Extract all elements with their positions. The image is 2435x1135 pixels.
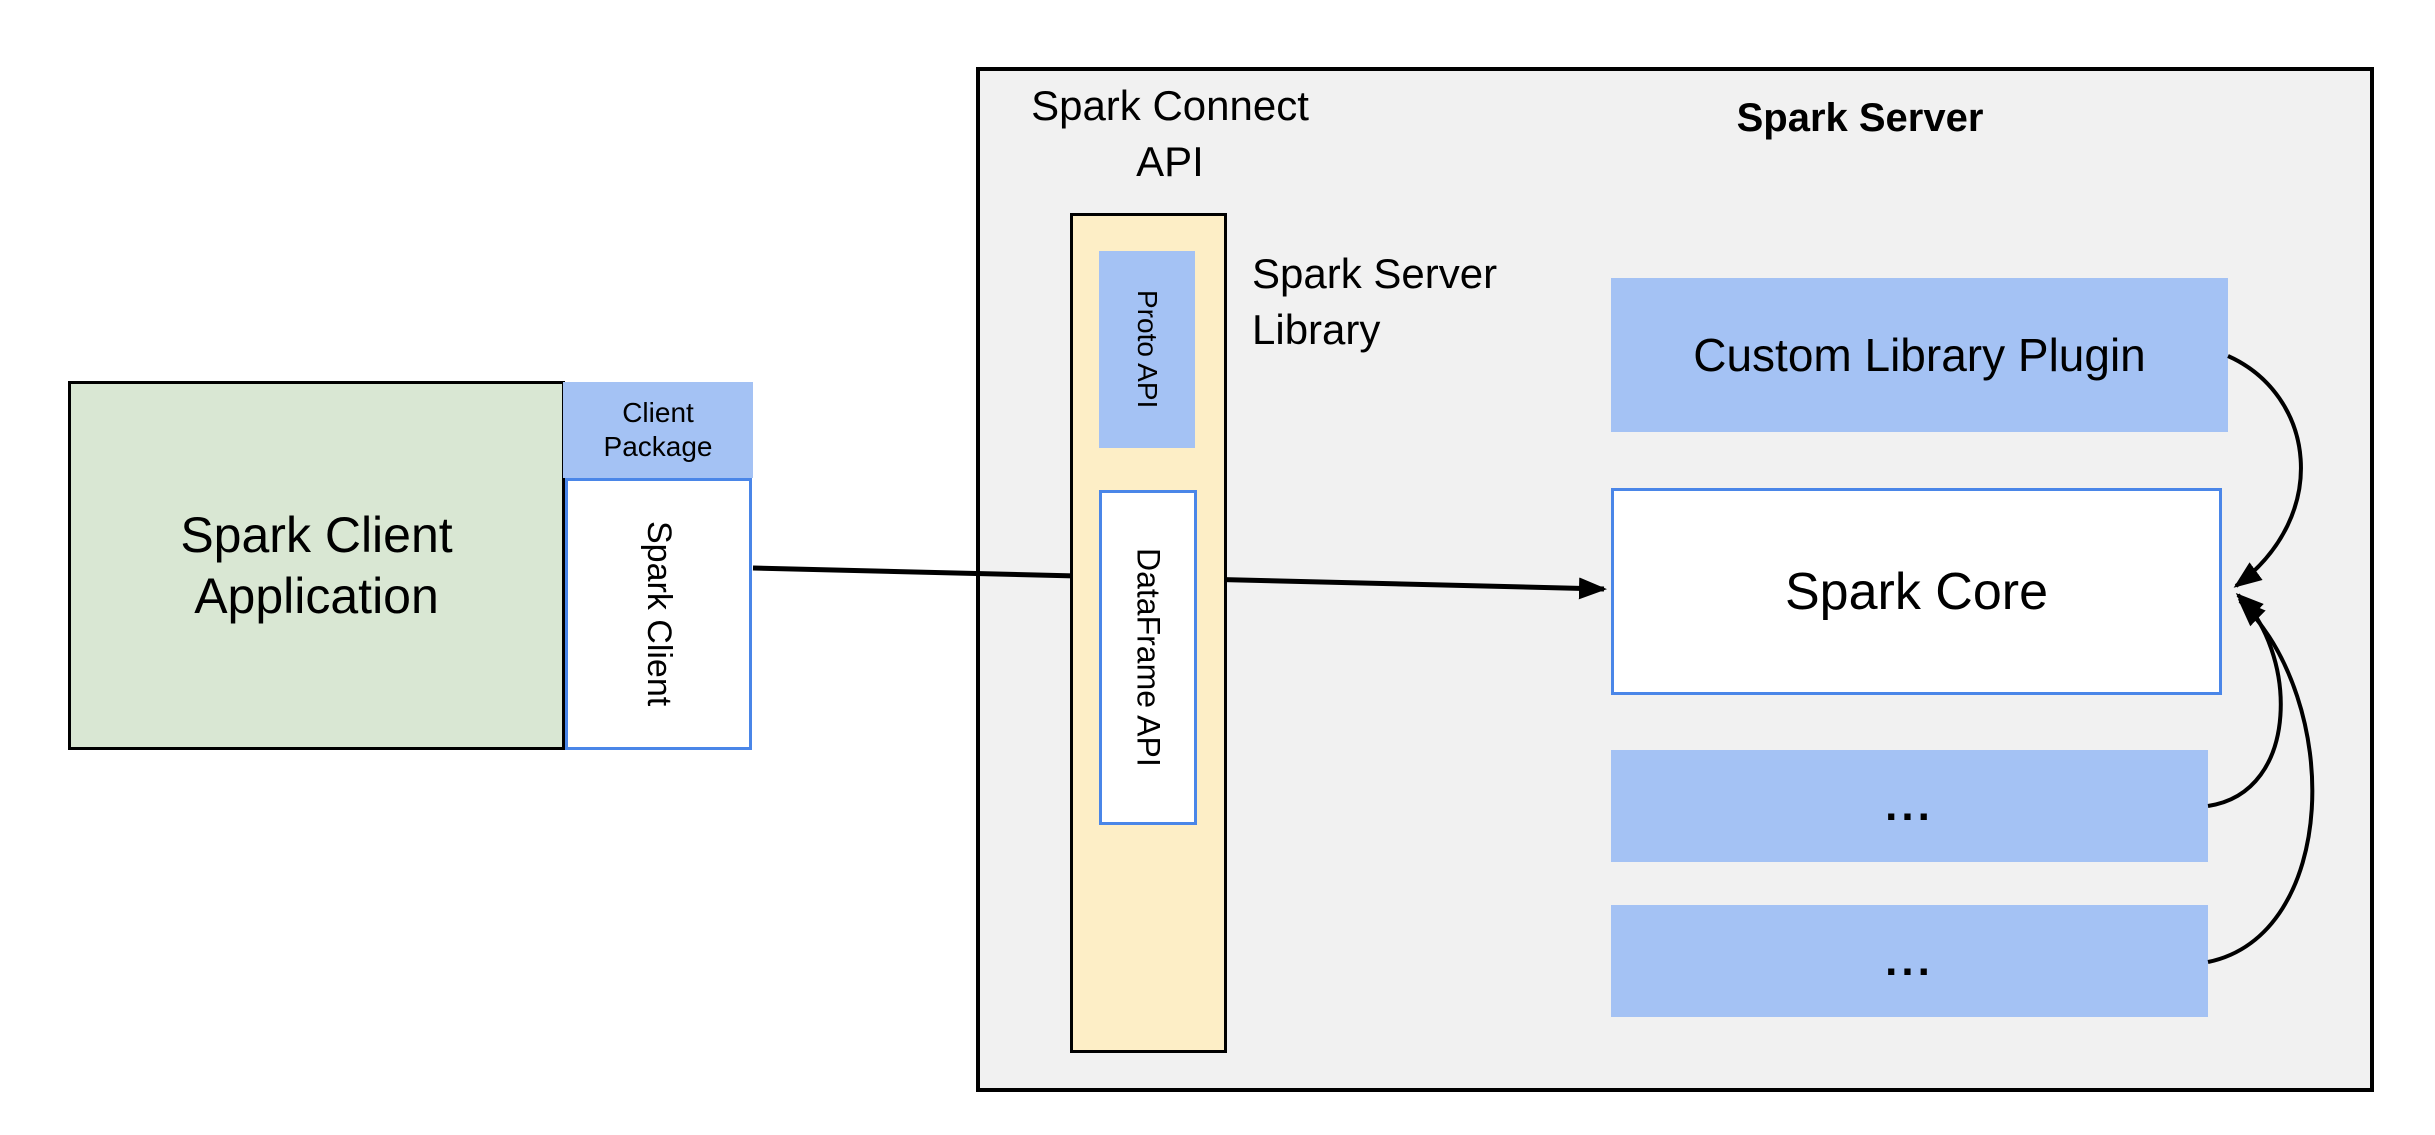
spark-client-label: Spark Client	[640, 521, 678, 707]
proto-api-label: Proto API	[1132, 290, 1163, 409]
client-package-box: Client Package	[563, 382, 753, 478]
spark-connect-api-title-line2: API	[1136, 138, 1204, 185]
spark-connect-api-title-line1: Spark Connect	[1031, 82, 1309, 129]
plugin-placeholder-2-label: ...	[1885, 936, 1934, 985]
spark-client-application-box: Spark Client Application	[68, 381, 565, 750]
spark-connect-api-title: Spark Connect API	[1000, 78, 1340, 190]
spark-client-box: Spark Client	[565, 478, 752, 750]
custom-library-plugin-label: Custom Library Plugin	[1693, 329, 2146, 381]
dataframe-api-box: DataFrame API	[1099, 490, 1197, 825]
spark-core-box: Spark Core	[1611, 488, 2222, 695]
proto-api-box: Proto API	[1099, 251, 1195, 448]
client-package-label-line1: Client	[622, 397, 694, 428]
spark-core-label: Spark Core	[1785, 562, 2048, 621]
spark-server-library-label-line2: Library	[1252, 306, 1381, 353]
plugin-placeholder-1-label: ...	[1885, 781, 1934, 830]
custom-library-plugin-box: Custom Library Plugin	[1611, 278, 2228, 432]
plugin-placeholder-box-1: ...	[1611, 750, 2208, 862]
spark-client-application-label-line2: Application	[194, 567, 439, 624]
spark-server-library-label: Spark Server Library	[1252, 246, 1672, 358]
plugin-placeholder-box-2: ...	[1611, 905, 2208, 1017]
spark-server-library-label-line1: Spark Server	[1252, 250, 1498, 297]
spark-server-title: Spark Server	[1736, 96, 1984, 140]
client-package-label-line2: Package	[603, 431, 713, 462]
spark-client-application-label-line1: Spark Client	[180, 506, 453, 563]
dataframe-api-label: DataFrame API	[1130, 548, 1167, 767]
